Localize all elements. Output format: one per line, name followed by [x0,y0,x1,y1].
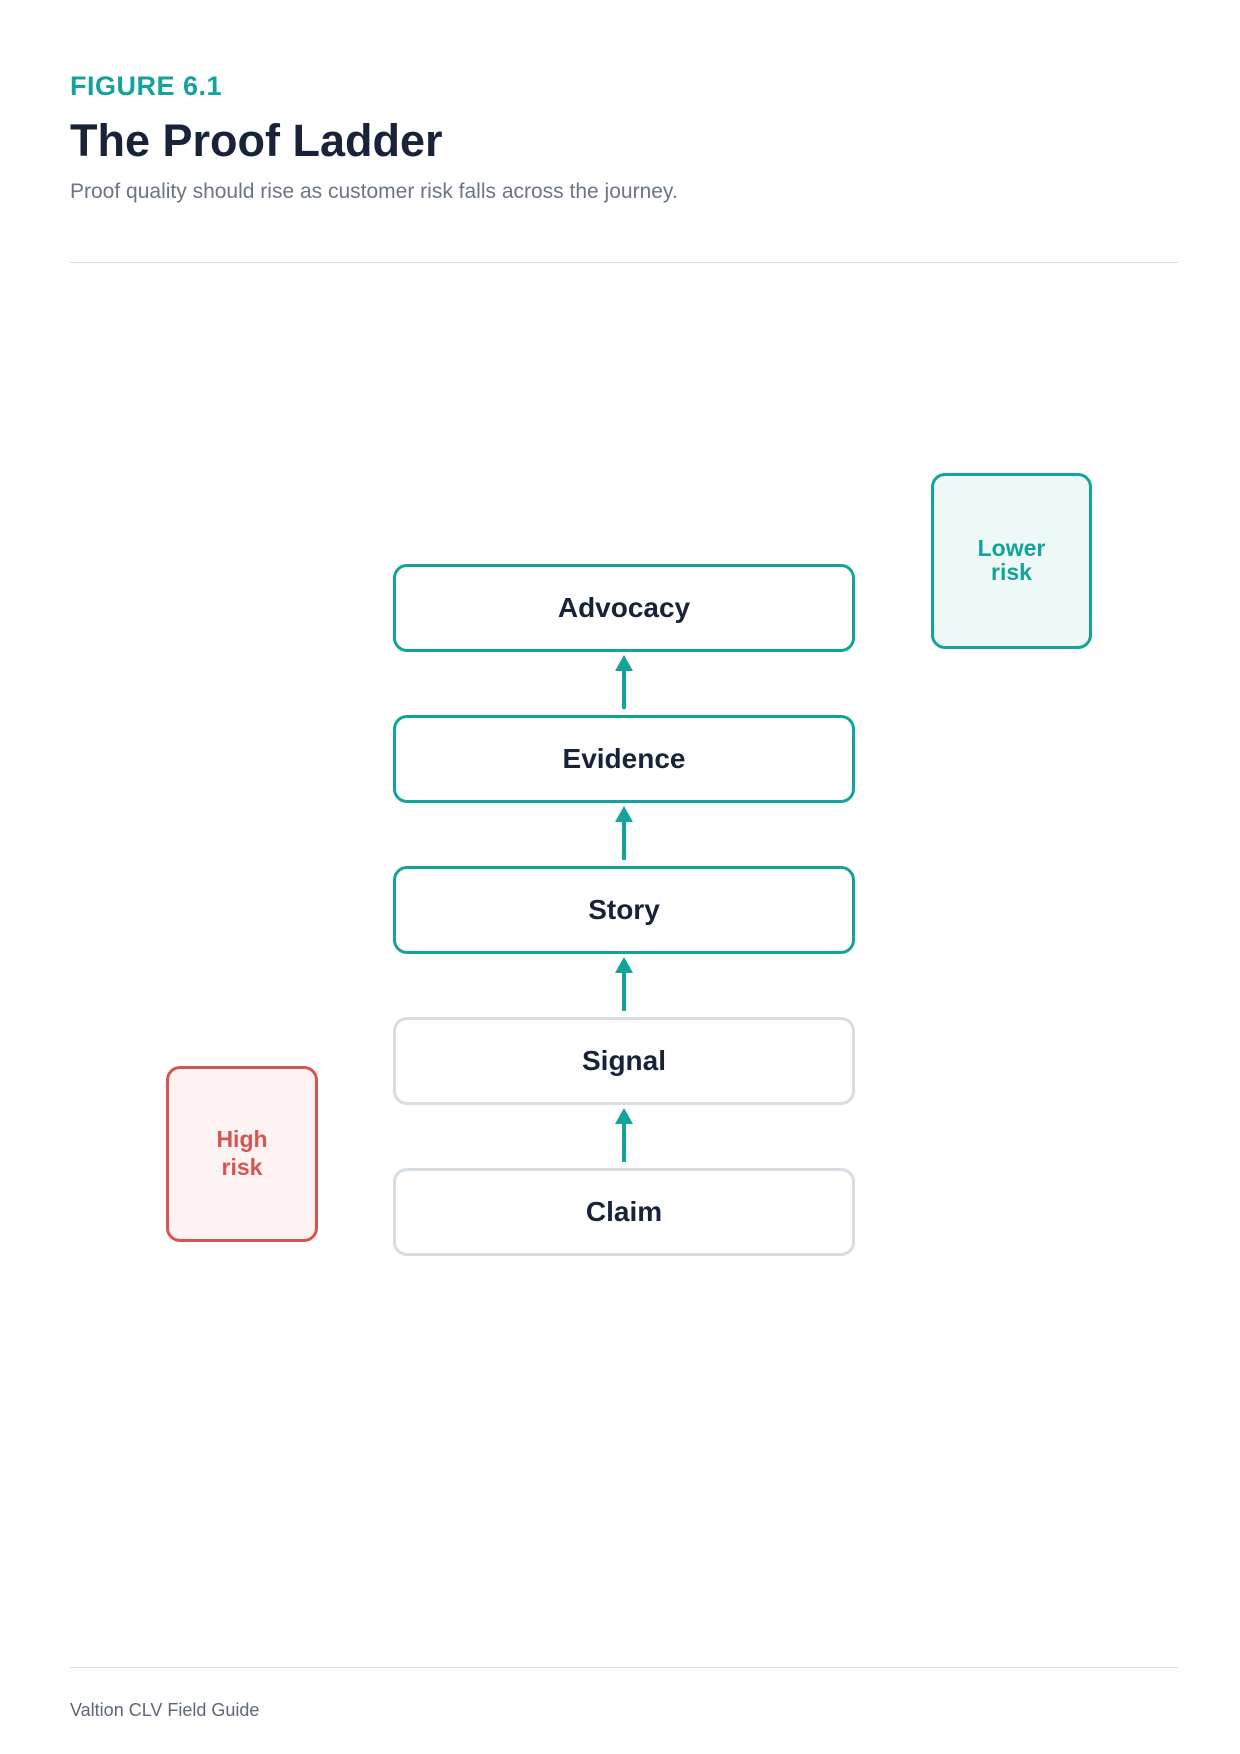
ladder-step-signal: Signal [393,1017,855,1105]
up-arrow-icon [615,806,633,860]
footer-text: Valtion CLV Field Guide [70,1700,260,1720]
ladder-step-story: Story [393,866,855,954]
ladder-step-label: Story [588,894,660,925]
ladder-step-label: Signal [581,1045,666,1076]
figure-label: FIGURE 6.1 [70,71,223,101]
high-risk-marker: High risk [166,1066,318,1242]
ladder-step-claim: Claim [393,1168,855,1256]
arrow-head [615,957,633,973]
ladder-step-label: Claim [585,1196,663,1227]
lower-risk-marker: Lower risk [931,473,1092,649]
arrow-head [615,655,633,671]
arrow-head [615,1108,633,1124]
page-title: The Proof Ladder [70,115,443,166]
ladder-step-advocacy: Advocacy [393,564,855,652]
up-arrow-icon [615,655,633,709]
ladder-step-label: Advocacy [557,592,691,623]
footer-divider [70,1667,1178,1668]
up-arrow-icon [615,1108,633,1162]
ladder-step-label: Evidence [562,743,686,774]
header-divider [70,262,1178,263]
high-risk-label: High risk [216,1126,268,1180]
page-subtitle: Proof quality should rise as customer ri… [70,180,678,203]
arrow-shaft [622,971,626,1011]
lower-risk-label: Lower risk [977,535,1046,585]
arrow-shaft [622,669,626,709]
ladder-step-evidence: Evidence [393,715,855,803]
arrow-head [615,806,633,822]
up-arrow-icon [615,957,633,1011]
arrow-shaft [622,820,626,860]
arrow-shaft [622,1122,626,1162]
